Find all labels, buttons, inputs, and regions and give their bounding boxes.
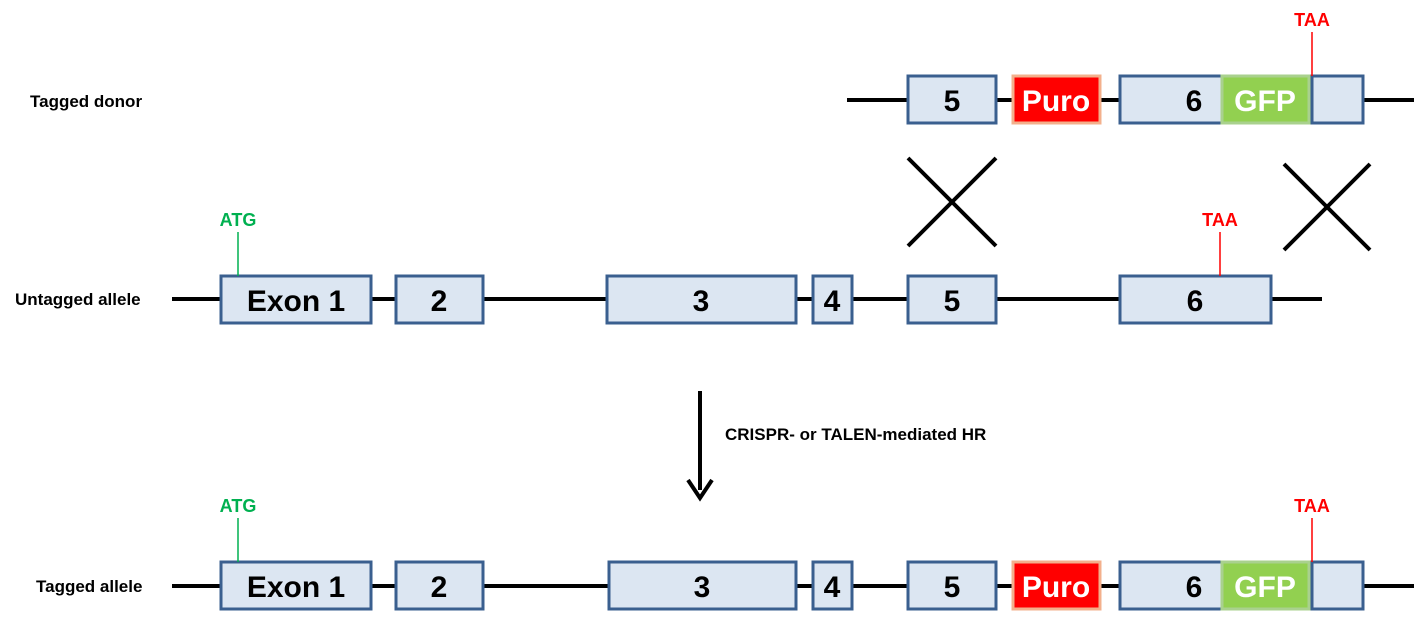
untagged-exon-3-label: 3 <box>693 285 710 318</box>
untagged-exon-4 <box>811 274 854 325</box>
tagged-exon-1-label: Exon 1 <box>247 571 345 604</box>
tagged-row-label: Tagged allele <box>36 577 142 596</box>
tagged-exon-5 <box>906 560 998 611</box>
process-step: CRISPR- or TALEN-mediated HR <box>686 391 986 502</box>
tagged-exon-6 <box>1118 560 1224 611</box>
donor-puro-label: Puro <box>1022 85 1090 118</box>
tagged-exon-3 <box>607 560 798 611</box>
crossover-right <box>1282 162 1372 252</box>
tagged-gfp-tag <box>1220 560 1311 611</box>
untagged-exon-5-label: 5 <box>944 285 961 318</box>
untagged-row-label: Untagged allele <box>15 290 141 309</box>
down-arrow-icon <box>686 478 714 502</box>
untagged-exon-6-label: 6 <box>1187 285 1204 318</box>
untagged-exon-6 <box>1118 274 1273 325</box>
tagged-exon-2-label: 2 <box>431 571 448 604</box>
donor-row: Tagged donor 5 Puro 6 GFP TAA <box>30 10 1414 125</box>
tagged-row: Tagged allele Exon 1 2 3 4 5 Puro 6 GFP … <box>36 496 1414 611</box>
tagged-exon-6-utr <box>1310 560 1365 611</box>
donor-row-label: Tagged donor <box>30 92 142 111</box>
tagged-start-codon-label: ATG <box>220 496 257 516</box>
tagged-exon-1 <box>219 560 373 611</box>
tagged-exon-4-label: 4 <box>824 571 841 604</box>
tagged-exon-5-label: 5 <box>944 571 961 604</box>
crossover-left <box>906 156 998 248</box>
crossover-right-stroke-b <box>1282 162 1372 252</box>
untagged-stop-codon-label: TAA <box>1202 210 1238 230</box>
tagged-stop-codon-label: TAA <box>1294 496 1330 516</box>
untagged-exon-4-label: 4 <box>824 285 841 318</box>
tagged-puro-label: Puro <box>1022 571 1090 604</box>
tagged-exon-2 <box>394 560 485 611</box>
tagged-puro-cassette <box>1011 560 1102 611</box>
donor-gfp-label: GFP <box>1234 85 1296 118</box>
untagged-exon-3 <box>605 274 798 325</box>
tagged-exon-4 <box>811 560 854 611</box>
donor-exon-5-label: 5 <box>944 85 961 118</box>
donor-exon-5 <box>906 74 998 125</box>
process-step-label: CRISPR- or TALEN-mediated HR <box>725 425 986 444</box>
tagged-exon-6-label: 6 <box>1186 571 1203 604</box>
donor-exon-6-label: 6 <box>1186 85 1203 118</box>
donor-gfp-tag <box>1220 74 1311 125</box>
tagged-exon-3-label: 3 <box>694 571 711 604</box>
untagged-exon-1 <box>219 274 373 325</box>
donor-exon-6 <box>1118 74 1224 125</box>
donor-puro-cassette <box>1011 74 1102 125</box>
untagged-row: Untagged allele Exon 1 2 3 4 5 6 ATG TAA <box>15 210 1322 325</box>
untagged-exon-1-label: Exon 1 <box>247 285 345 318</box>
donor-stop-codon-label: TAA <box>1294 10 1330 30</box>
untagged-exon-2-label: 2 <box>431 285 448 318</box>
untagged-exon-2 <box>394 274 485 325</box>
tagged-gfp-label: GFP <box>1234 571 1296 604</box>
untagged-start-codon-label: ATG <box>220 210 257 230</box>
donor-exon-6-utr <box>1310 74 1365 125</box>
crossover-left-stroke-b <box>906 156 998 248</box>
untagged-exon-5 <box>906 274 998 325</box>
